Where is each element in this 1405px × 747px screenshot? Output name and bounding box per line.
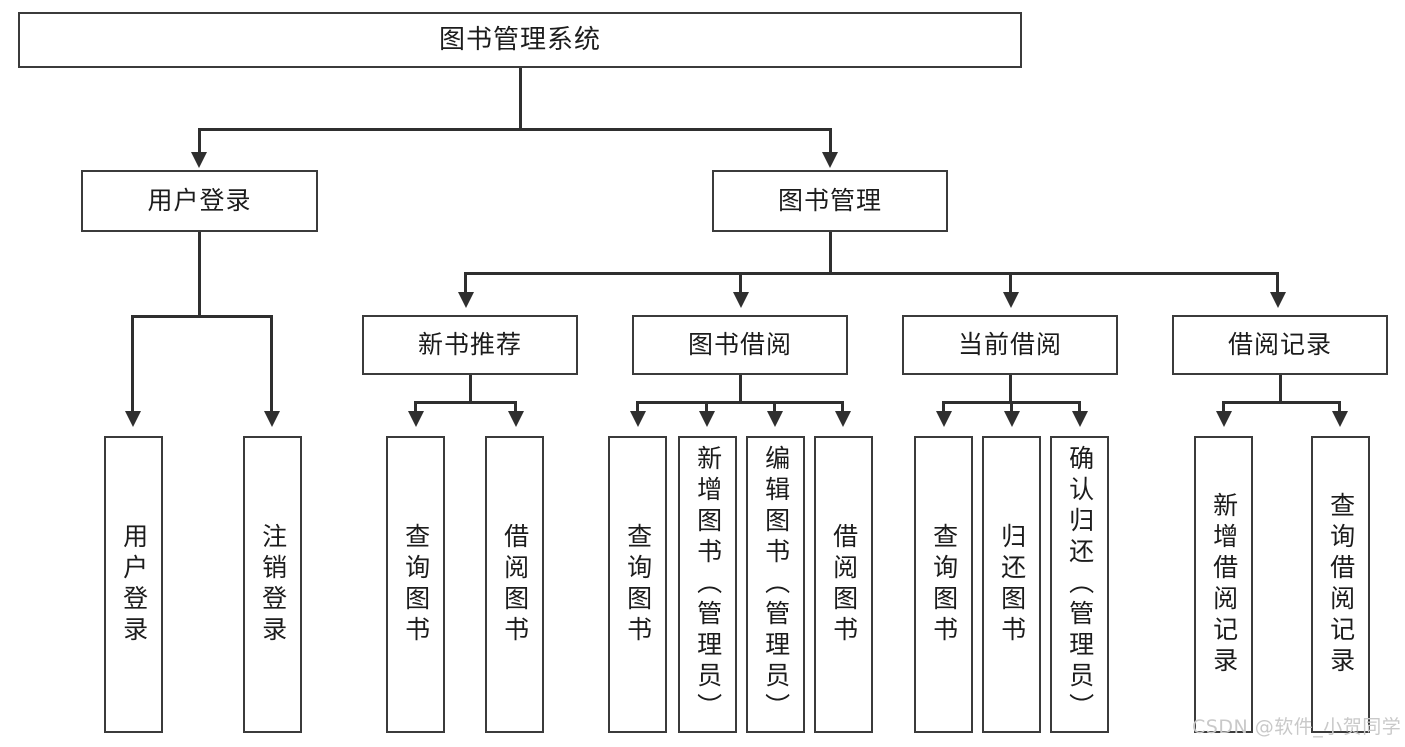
node-leaf-return-book[interactable]: 归还图书 (982, 436, 1041, 733)
edge-root-to-book-management (829, 128, 832, 154)
arrowhead-bb-leaf3 (767, 411, 783, 427)
arrowhead-book-borrow (733, 292, 749, 308)
arrowhead-leaf-user-login (125, 411, 141, 427)
node-borrow-record[interactable]: 借阅记录 (1172, 315, 1388, 375)
arrowhead-nb-leaf2 (508, 411, 524, 427)
edge-br-leaf2 (1338, 401, 1341, 413)
edge-user-login-stem (198, 232, 201, 318)
edge-br-leaf1 (1222, 401, 1225, 413)
node-label: 借阅记录 (1227, 330, 1332, 360)
edge-bb-leaf3 (773, 401, 776, 413)
arrowhead-bb-leaf2 (699, 411, 715, 427)
node-label: 查询图书 (623, 522, 653, 647)
edge-book-management-bus (464, 272, 1279, 275)
node-label: 确认归还（管理员） (1065, 445, 1095, 724)
edge-current-borrow-stem (1009, 375, 1012, 403)
arrowhead-cb-leaf1 (936, 411, 952, 427)
node-user-login[interactable]: 用户登录 (81, 170, 318, 232)
edge-bm-to-current-borrow (1009, 272, 1012, 294)
node-new-book-recommend[interactable]: 新书推荐 (362, 315, 578, 375)
edge-new-book-bus (414, 401, 517, 404)
arrowhead-nb-leaf1 (408, 411, 424, 427)
arrowhead-new-book-recommend (458, 292, 474, 308)
node-leaf-logout[interactable]: 注销登录 (243, 436, 302, 733)
edge-borrow-record-stem (1279, 375, 1282, 403)
node-label: 借阅图书 (829, 522, 859, 647)
arrowhead-cb-leaf3 (1072, 411, 1088, 427)
node-leaf-borrow-book-recommend[interactable]: 借阅图书 (485, 436, 544, 733)
edge-user-login-bus (131, 315, 273, 318)
node-label: 图书借阅 (687, 330, 792, 360)
node-root-book-management-system[interactable]: 图书管理系统 (18, 12, 1022, 68)
edge-bm-to-new-book (464, 272, 467, 294)
node-leaf-edit-book-admin[interactable]: 编辑图书（管理员） (746, 436, 805, 733)
edge-cb-leaf3 (1078, 401, 1081, 413)
node-leaf-borrow-book[interactable]: 借阅图书 (814, 436, 873, 733)
node-leaf-query-book-current[interactable]: 查询图书 (914, 436, 973, 733)
edge-bb-leaf4 (841, 401, 844, 413)
edge-cb-leaf1 (942, 401, 945, 413)
node-leaf-query-book-recommend[interactable]: 查询图书 (386, 436, 445, 733)
node-label: 编辑图书（管理员） (761, 445, 791, 724)
arrowhead-bb-leaf1 (630, 411, 646, 427)
node-label: 图书管理 (777, 186, 882, 216)
arrowhead-current-borrow (1003, 292, 1019, 308)
node-label: 图书管理系统 (438, 24, 601, 55)
arrowhead-br-leaf2 (1332, 411, 1348, 427)
node-label: 新书推荐 (417, 330, 522, 360)
node-label: 当前借阅 (957, 330, 1062, 360)
node-label: 新增图书（管理员） (693, 445, 723, 724)
csdn-watermark: CSDN @软件_小贺同学 (1192, 716, 1402, 738)
node-label: 新增借阅记录 (1209, 491, 1239, 678)
node-label: 查询图书 (401, 522, 431, 647)
node-label: 用户登录 (119, 522, 149, 647)
edge-root-bus (198, 128, 832, 131)
edge-bb-leaf2 (705, 401, 708, 413)
edge-nb-leaf1 (414, 401, 417, 413)
arrowhead-user-login (191, 152, 207, 168)
edge-user-login-leaf2 (270, 315, 273, 413)
edge-bm-to-book-borrow (739, 272, 742, 294)
edge-bb-leaf1 (636, 401, 639, 413)
edge-new-book-stem (469, 375, 472, 403)
edge-cb-leaf2 (1010, 401, 1013, 413)
edge-borrow-record-bus (1222, 401, 1340, 404)
node-current-borrow[interactable]: 当前借阅 (902, 315, 1118, 375)
node-label: 用户登录 (147, 186, 252, 216)
node-leaf-confirm-return-admin[interactable]: 确认归还（管理员） (1050, 436, 1109, 733)
edge-book-borrow-stem (739, 375, 742, 403)
node-label: 借阅图书 (500, 522, 530, 647)
node-leaf-add-book-admin[interactable]: 新增图书（管理员） (678, 436, 737, 733)
arrowhead-bb-leaf4 (835, 411, 851, 427)
edge-nb-leaf2 (514, 401, 517, 413)
arrowhead-cb-leaf2 (1004, 411, 1020, 427)
node-leaf-query-book-borrow[interactable]: 查询图书 (608, 436, 667, 733)
node-leaf-add-borrow-record[interactable]: 新增借阅记录 (1194, 436, 1253, 733)
node-label: 归还图书 (997, 522, 1027, 647)
node-leaf-user-login[interactable]: 用户登录 (104, 436, 163, 733)
arrowhead-borrow-record (1270, 292, 1286, 308)
node-label: 查询借阅记录 (1326, 491, 1356, 678)
edge-bm-to-borrow-record (1276, 272, 1279, 294)
node-book-borrow[interactable]: 图书借阅 (632, 315, 848, 375)
node-leaf-query-borrow-record[interactable]: 查询借阅记录 (1311, 436, 1370, 733)
node-label: 查询图书 (929, 522, 959, 647)
edge-book-borrow-bus (636, 401, 844, 404)
edge-root-stem (519, 68, 522, 130)
edge-book-management-stem (829, 232, 832, 274)
arrowhead-br-leaf1 (1216, 411, 1232, 427)
node-label: 注销登录 (258, 522, 288, 647)
edge-user-login-leaf1 (131, 315, 134, 413)
arrowhead-book-management (822, 152, 838, 168)
edge-root-to-user-login (198, 128, 201, 154)
arrowhead-leaf-logout (264, 411, 280, 427)
node-book-management[interactable]: 图书管理 (712, 170, 948, 232)
